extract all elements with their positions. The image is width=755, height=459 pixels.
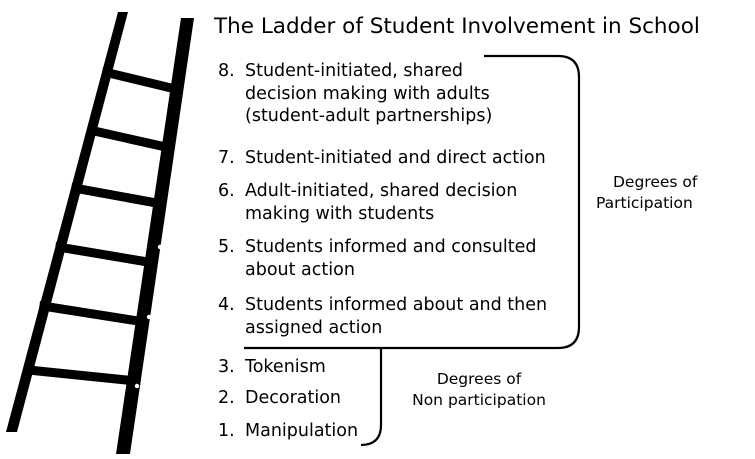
rung-text: decision making with adults [245,83,490,104]
non-participation-label: Degrees of Non participation [404,369,554,411]
ladder-rung [23,365,141,386]
rung-number: 2. [218,388,235,408]
ladder-rung [39,301,148,327]
rung-2: 2. Decoration [218,387,341,410]
rung-text: Students informed about and then [245,295,548,315]
rung-1: 1. Manipulation [218,420,358,443]
ladder-rivet [157,244,163,250]
ladder-rung [87,125,173,153]
ladder-right-rail [116,18,194,454]
rung-text: Students informed and consulted [245,237,537,257]
rung-4: 4. Students informed about and then assig… [218,294,547,339]
rung-number: 4. [218,295,235,315]
rung-text: assigned action [245,317,383,338]
rung-number: 3. [218,357,235,377]
ladder-illustration [6,12,194,454]
rung-number: 7. [218,148,235,168]
rung-text: Adult-initiated, shared decision [245,181,518,201]
non-participation-label-line2: Non participation [412,391,546,409]
ladder-rivet [170,185,176,191]
rung-text: Manipulation [245,421,359,441]
participation-label: Degrees of Participation [596,172,697,214]
participation-bracket [244,54,581,350]
rung-text: Tokenism [245,357,326,377]
non-participation-bracket [360,348,383,447]
rung-text: (student-adult partnerships) [245,106,493,126]
rung-3: 3. Tokenism [218,356,326,379]
rung-7: 7. Student-initiated and direct action [218,147,546,170]
rung-text: about action [245,259,355,280]
rung-6: 6. Adult-initiated, shared decision makin… [218,180,517,225]
rung-number: 8. [218,61,235,81]
ladder-rivet [146,314,152,320]
rung-8: 8. Student-initiated, shared decision mak… [218,60,492,128]
rung-number: 1. [218,421,235,441]
rung-number: 5. [218,237,235,257]
rung-5: 5. Students informed and consulted about … [218,236,536,281]
participation-label-line2: Participation [596,194,693,212]
rung-text: Student-initiated, shared [245,61,463,81]
rung-number: 6. [218,181,235,201]
ladder-left-rail [6,12,128,432]
rung-text: Student-initiated and direct action [245,148,546,168]
ladder-rung [102,67,182,95]
page-title: The Ladder of Student Involvement in Sch… [214,14,700,39]
non-participation-label-line1: Degrees of [436,370,522,388]
ladder-rung [55,242,157,268]
rung-text: making with students [245,203,435,224]
participation-label-line1: Degrees of [613,173,698,191]
ladder-rivet [134,383,140,389]
ladder-rung [71,183,165,209]
rung-text: Decoration [245,388,342,408]
